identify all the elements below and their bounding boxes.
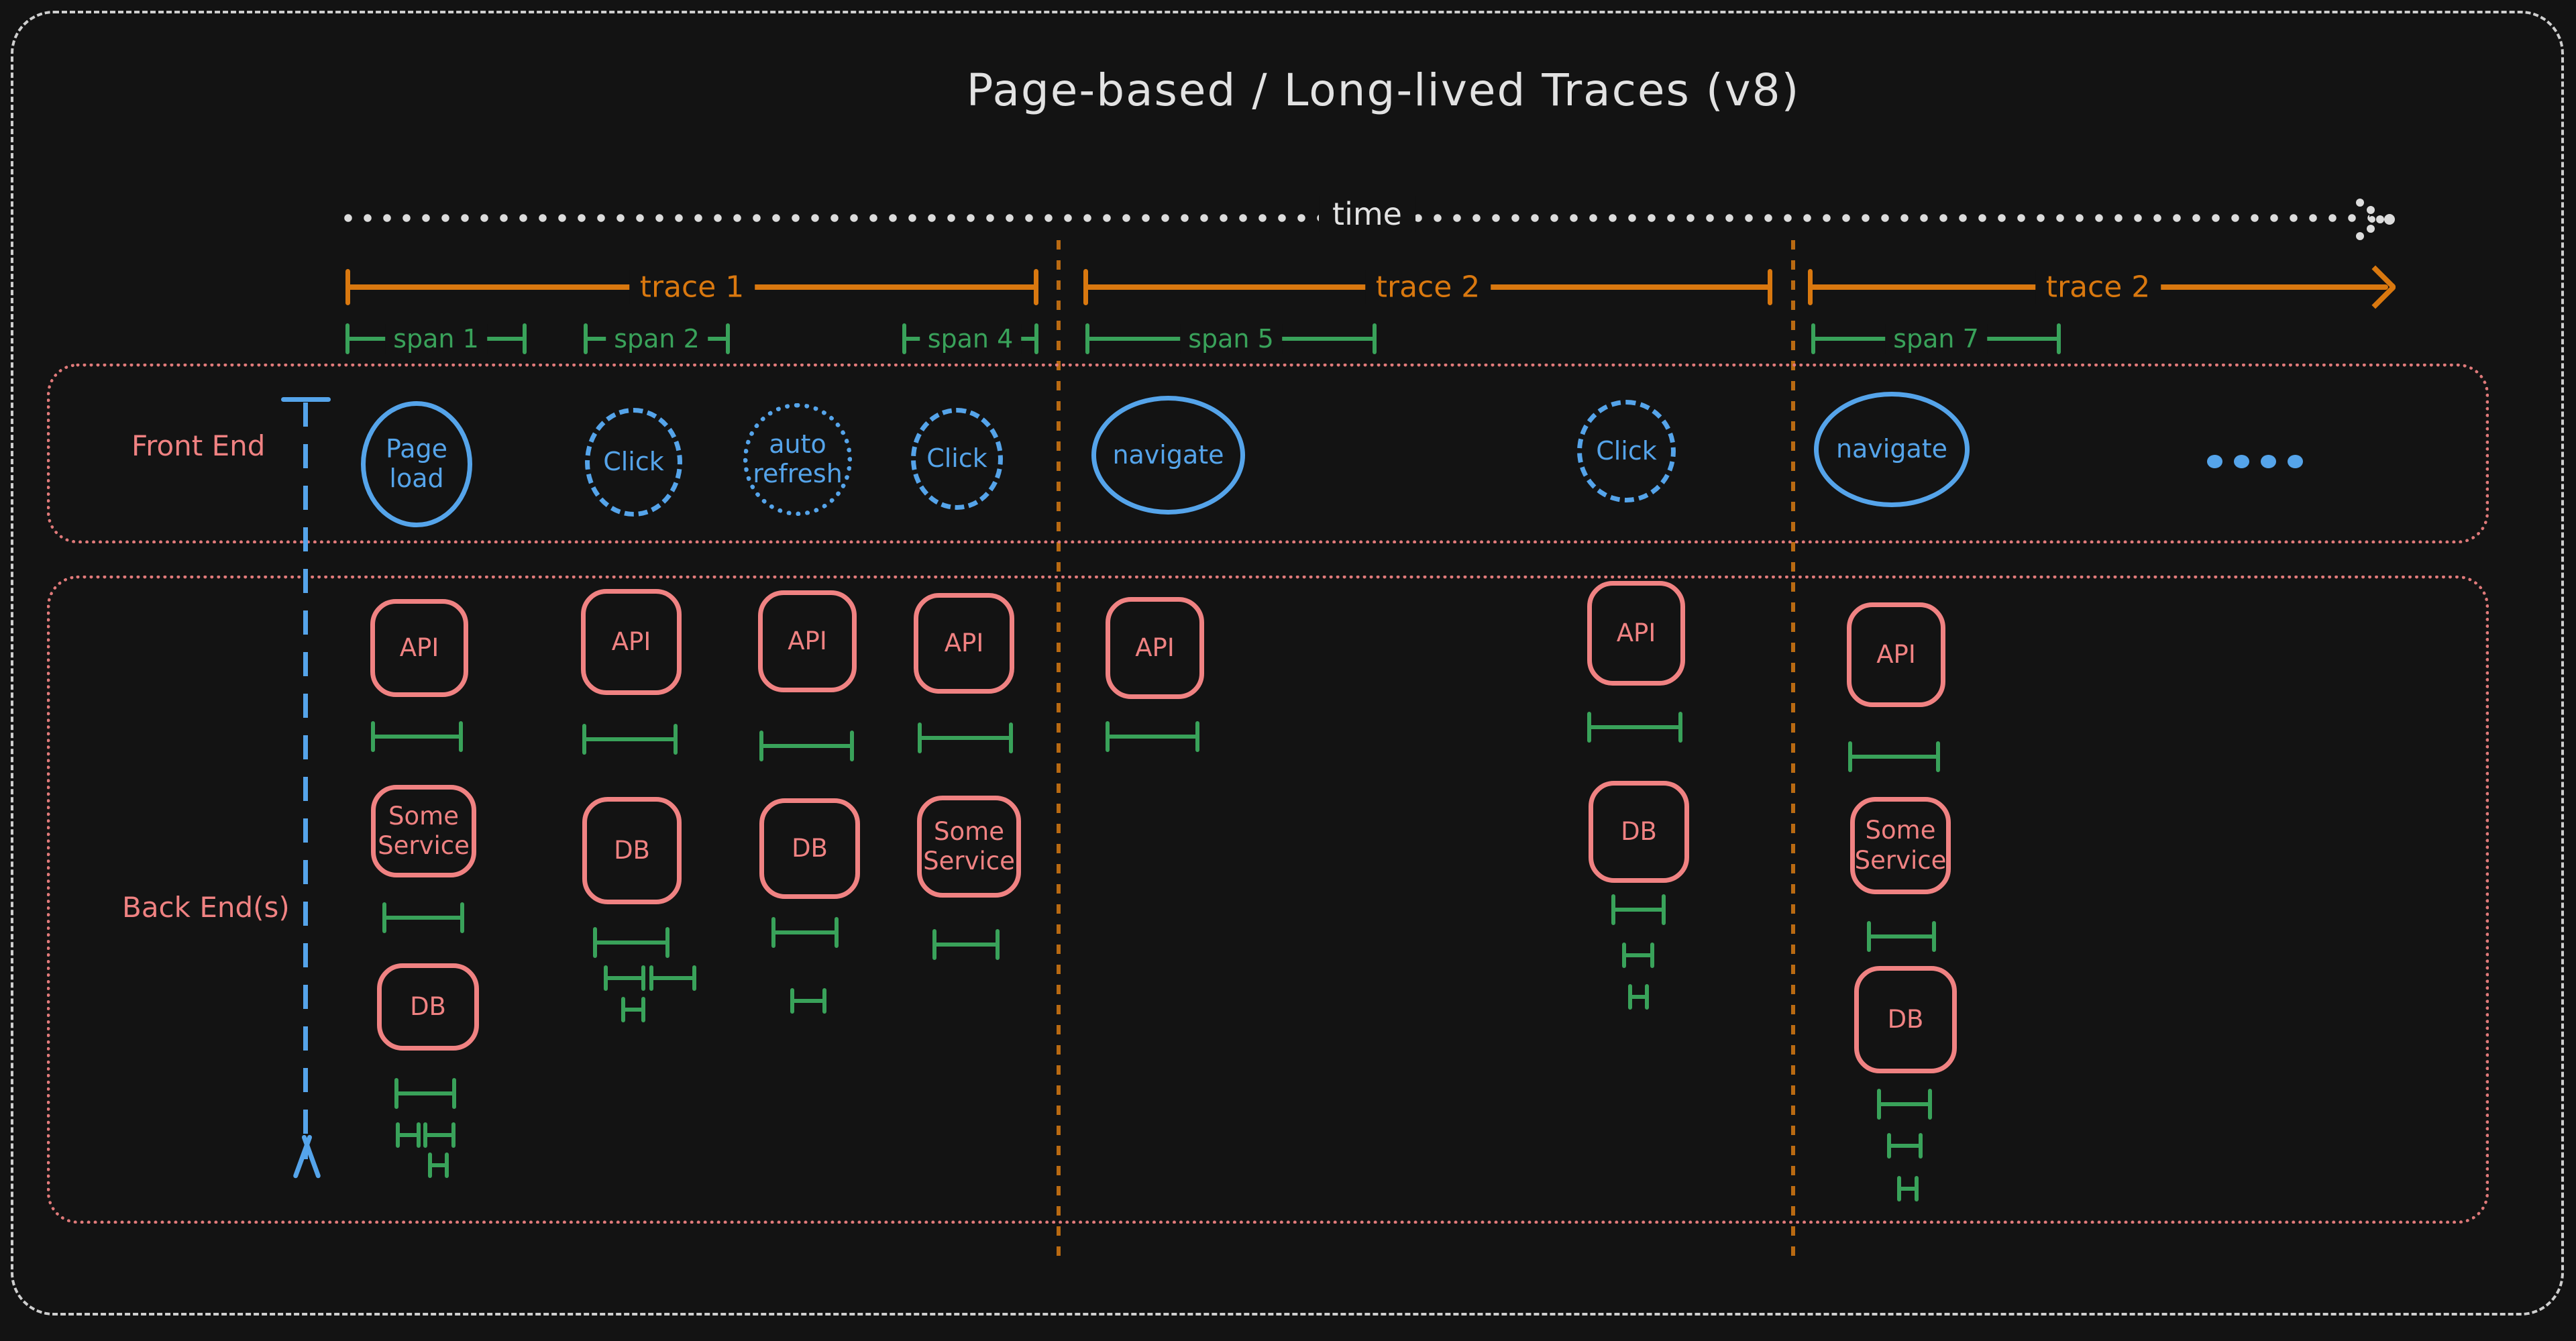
- backend-colG-bracket-1: [1848, 741, 1940, 772]
- backend-colF-bracket-4: [1628, 984, 1649, 1010]
- backend-colB-bracket-4: [649, 965, 696, 991]
- backend-colB-bracket-1: [582, 724, 678, 755]
- more-events-ellipsis-icon: [2207, 455, 2303, 468]
- backend-colF-bracket-3: [1622, 943, 1654, 968]
- backend-colB-bracket-5: [621, 997, 645, 1022]
- event-auto-refresh: auto refresh: [743, 403, 852, 516]
- backend-colG-some-service-box: Some Service: [1850, 797, 1951, 894]
- trace-1-label: trace 1: [629, 270, 755, 305]
- backend-colG-bracket-4: [1887, 1133, 1923, 1159]
- event-click-3: Click: [1577, 400, 1676, 502]
- backend-colD-some-service-box: Some Service: [917, 796, 1021, 898]
- front-end-lane: [47, 364, 2489, 543]
- backend-colG-api-box: API: [1847, 602, 1945, 707]
- trace-separator-1: [1057, 240, 1061, 1256]
- span-2-label: span 2: [606, 324, 708, 354]
- backend-colF-bracket-2: [1611, 894, 1666, 925]
- time-axis-arrowhead-icon: [2356, 199, 2395, 240]
- backend-colE-bracket-1: [1106, 721, 1199, 752]
- backend-colG-bracket-5: [1897, 1176, 1919, 1201]
- backend-colF-api-box: API: [1587, 581, 1685, 686]
- backend-colC-bracket-3: [790, 988, 826, 1014]
- backend-colD-bracket-1: [918, 722, 1013, 753]
- backend-colC-db-box: DB: [759, 798, 860, 899]
- ellipsis-dot: [2261, 455, 2276, 468]
- trace-3-label: trace 2: [2035, 270, 2161, 305]
- backend-colA-bracket-1: [371, 721, 463, 752]
- outer-dashed-border: [11, 11, 2564, 1316]
- event-page-load: Page load: [361, 401, 472, 527]
- time-cursor-arrow-line: [303, 403, 308, 1159]
- span-1-label: span 1: [385, 324, 487, 354]
- span-5-bracket: span 5: [1085, 323, 1377, 354]
- backend-colF-db-box: DB: [1589, 781, 1689, 883]
- front-end-lane-label: Front End: [131, 429, 266, 462]
- backend-colA-db-box: DB: [377, 963, 479, 1051]
- trace-1-bar: trace 1: [345, 269, 1038, 305]
- span-7-label: span 7: [1885, 324, 1987, 354]
- backend-colA-bracket-2: [382, 902, 464, 933]
- back-end-lane: [47, 576, 2489, 1224]
- ellipsis-dot: [2288, 455, 2303, 468]
- time-axis-label: time: [1319, 196, 1415, 232]
- backend-colF-bracket-1: [1587, 712, 1682, 743]
- backend-colG-bracket-2: [1867, 921, 1936, 952]
- ellipsis-dot: [2234, 455, 2249, 468]
- backend-colD-api-box: API: [914, 593, 1014, 694]
- backend-colC-bracket-1: [759, 731, 854, 761]
- backend-colB-db-box: DB: [582, 797, 682, 904]
- time-cursor-arrow-cap: [281, 397, 331, 402]
- span-4-label: span 4: [919, 324, 1022, 354]
- backend-colC-api-box: API: [758, 590, 857, 692]
- backend-colC-bracket-2: [771, 917, 839, 948]
- backend-colB-api-box: API: [581, 589, 682, 695]
- span-2-bracket: span 2: [584, 323, 730, 354]
- event-click-2: Click: [911, 408, 1003, 510]
- event-click-1: Click: [585, 408, 682, 517]
- backend-colE-api-box: API: [1106, 597, 1204, 699]
- trace-separator-2: [1791, 240, 1795, 1260]
- backend-colA-api-box: API: [370, 599, 468, 697]
- ellipsis-dot: [2207, 455, 2222, 468]
- backend-colA-some-service-box: Some Service: [371, 785, 476, 877]
- page-title: Page-based / Long-lived Traces (v8): [966, 64, 1801, 116]
- backend-colG-db-box: DB: [1854, 966, 1957, 1073]
- backend-colA-bracket-5: [423, 1122, 455, 1148]
- span-4-bracket: span 4: [902, 323, 1038, 354]
- backend-colB-bracket-2: [593, 927, 669, 958]
- trace-3-bar: trace 2: [1808, 265, 2398, 309]
- span-5-label: span 5: [1180, 324, 1282, 354]
- span-7-bracket: span 7: [1811, 323, 2061, 354]
- backend-colB-bracket-3: [604, 965, 645, 991]
- backend-colA-bracket-3: [394, 1078, 456, 1109]
- backend-colG-bracket-3: [1877, 1089, 1932, 1120]
- backend-colD-bracket-2: [932, 929, 1000, 960]
- event-navigate-1: navigate: [1091, 396, 1245, 515]
- event-navigate-2: navigate: [1814, 392, 1970, 507]
- span-1-bracket: span 1: [345, 323, 527, 354]
- back-end-lane-label: Back End(s): [122, 891, 290, 924]
- backend-colA-bracket-4: [396, 1122, 421, 1148]
- trace-2-label: trace 2: [1364, 270, 1491, 305]
- backend-colA-bracket-6: [428, 1152, 449, 1178]
- trace-2-bar: trace 2: [1083, 269, 1772, 305]
